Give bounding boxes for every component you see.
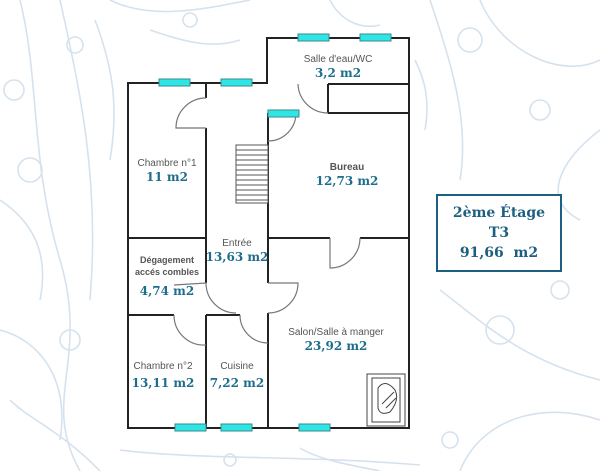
- room-cuisine: Cuisine 7,22 m2: [210, 361, 264, 391]
- floor-label: 2ème Étage: [452, 205, 546, 221]
- fireplace-icon: [366, 373, 406, 427]
- room-area: 12,73 m2: [315, 174, 379, 188]
- room-area: 3,2 m2: [314, 66, 362, 80]
- room-chambre-2: Chambre n°2 13,11 m2: [132, 361, 195, 391]
- room-name: Bureau: [329, 162, 365, 173]
- room-bureau: Bureau 12,73 m2: [316, 162, 379, 189]
- room-name: Chambre n°2: [133, 361, 193, 372]
- room-area: 11 m2: [146, 170, 188, 184]
- room-name-line2: accés combles: [134, 267, 200, 277]
- room-degagement: Dégagement accés combles 4,74 m2: [135, 254, 199, 299]
- stairs-icon: [235, 144, 269, 204]
- total-area: 91,66 m2: [459, 245, 539, 261]
- door-swing-icon: [173, 83, 361, 346]
- room-name: Cuisine: [220, 361, 254, 372]
- room-entree: Entrée 13,63 m2: [206, 238, 269, 265]
- room-salle-eau: Salle d'eau/WC 3,2 m2: [304, 54, 373, 81]
- room-chambre-1: Chambre n°1 11 m2: [137, 158, 196, 185]
- room-salon: Salon/Salle à manger 23,92 m2: [288, 327, 384, 354]
- room-area: 4,74 m2: [139, 284, 195, 298]
- room-name: Entrée: [222, 238, 252, 249]
- room-area: 7,22 m2: [209, 376, 265, 390]
- room-area: 23,92 m2: [304, 339, 368, 353]
- apartment-type: T3: [488, 225, 510, 241]
- floor-summary-box: 2ème Étage T3 91,66 m2: [436, 194, 562, 272]
- window-icon: [158, 33, 392, 432]
- room-area: 13,11 m2: [131, 376, 195, 390]
- room-name: Salle d'eau/WC: [303, 54, 373, 65]
- room-area: 13,63 m2: [205, 250, 269, 264]
- room-name-line1: Dégagement: [139, 255, 195, 265]
- room-name: Salon/Salle à manger: [288, 327, 384, 338]
- room-name: Chambre n°1: [137, 158, 197, 169]
